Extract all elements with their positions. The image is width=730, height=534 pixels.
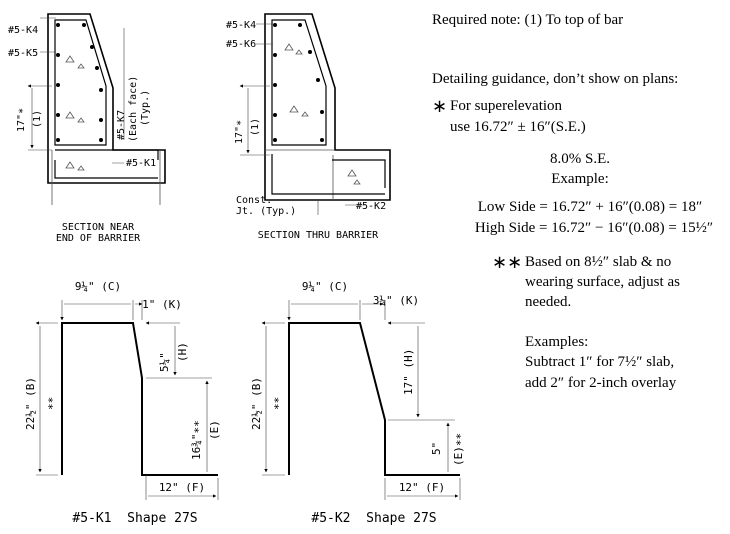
title-near-end-1: SECTION NEAR	[62, 222, 135, 233]
star-line-2: use 16.72″ ± 16″(S.E.)	[450, 119, 586, 135]
dim-17: 17"∗	[234, 120, 245, 144]
label-k4: #5-K4	[8, 25, 38, 36]
dim-f: 12" (F)	[399, 481, 445, 494]
dim-b-value: 22½" (B)	[250, 377, 263, 430]
detailing-notes: Required note: (1) To top of bar Detaili…	[432, 12, 713, 391]
dim-b-star: ∗∗	[44, 397, 57, 410]
required-note: Required note: (1) To top of bar	[432, 12, 623, 28]
dim-e-f-lines	[384, 423, 460, 500]
dim-1: (1)	[32, 110, 43, 128]
rebar-k5-loop	[54, 19, 107, 146]
dim-17-line	[28, 86, 52, 150]
double-star-symbol: ∗∗	[492, 252, 522, 272]
high-side-equation: High Side = 16.72″ − 16″(0.08) = 15½″	[475, 220, 713, 236]
star-symbol: ∗	[432, 96, 447, 116]
label-leaders	[40, 17, 124, 164]
const-joint-lines	[265, 149, 335, 200]
examples-line-1: Subtract 1″ for 7½″ slab,	[525, 354, 674, 370]
low-side-equation: Low Side = 16.72″ + 16″(0.08) = 18″	[478, 199, 703, 215]
rebar-dots	[56, 23, 103, 142]
const-joint-1: Const.	[236, 195, 272, 206]
label-typ: (Typ.)	[140, 90, 151, 126]
label-leaders	[256, 23, 365, 215]
dim-e-label: (E)∗∗	[452, 433, 465, 466]
dim-k: 1" (K)	[142, 298, 182, 311]
dim-h-label: (H)	[176, 342, 189, 362]
label-k7: #5-K7	[116, 110, 127, 140]
barrier-outline	[47, 13, 166, 184]
dim-b-value: 22½" (B)	[24, 377, 37, 430]
dim-h: 17" (H)	[402, 349, 415, 395]
double-star-line-2: wearing surface, adjust as	[525, 274, 680, 290]
dim-f: 12" (F)	[159, 481, 205, 494]
title-shape-k1: #5-K1 Shape 27S	[72, 511, 197, 526]
rebar-k6-loop	[271, 19, 327, 146]
section-near-end-of-barrier: #5-K4 #5-K5 #5-K1 #5-K7 (Each face) (Typ…	[8, 13, 166, 244]
dim-e-f-lines	[145, 381, 218, 500]
title-shape-k2: #5-K2 Shape 27S	[311, 511, 436, 526]
shape-k1-bend-diagram: 9¼" (C) 1" (K) 5¼" (H) 22½" (B) ∗∗ 16¾"∗…	[24, 280, 221, 526]
title-thru-barrier: SECTION THRU BARRIER	[258, 230, 379, 241]
label-k4: #5-K4	[226, 20, 256, 31]
dim-b-star: ∗∗	[270, 397, 283, 410]
examples-label: Examples:	[525, 334, 588, 350]
guidance-heading: Detailing guidance, don’t show on plans:	[432, 71, 678, 87]
dim-c: 9¼" (C)	[302, 280, 348, 293]
slab-break-lines	[51, 150, 161, 205]
shape-k2-bar-outline	[288, 322, 460, 476]
const-joint-2: Jt. (Typ.)	[236, 206, 296, 217]
rebar-k1	[54, 149, 159, 179]
label-k2: #5-K2	[356, 201, 386, 212]
label-k1: #5-K1	[126, 158, 156, 169]
dim-h-line	[146, 323, 212, 378]
title-near-end-2: END OF BARRIER	[56, 233, 141, 244]
dim-c-k-lines	[62, 300, 142, 320]
rebar-k2	[271, 154, 386, 195]
dim-k: 3¼" (K)	[373, 294, 419, 307]
dim-e-value: 16¾"∗∗	[190, 420, 203, 460]
section-thru-barrier: #5-K4 #5-K6 17"∗ (1) Const. Jt. (Typ.) #…	[226, 13, 391, 241]
examples-line-2: add 2″ for 2-inch overlay	[525, 375, 677, 391]
dim-h-value: 5¼"	[158, 352, 171, 372]
dim-e-label: (E)	[208, 420, 221, 440]
rebar-dots	[273, 23, 324, 142]
dim-h-line	[388, 323, 455, 420]
dim-c: 9¼" (C)	[75, 280, 121, 293]
shape-k1-bar-outline	[61, 322, 218, 476]
dim-b-line	[36, 323, 58, 475]
dim-c-k-lines	[289, 300, 385, 320]
dim-1: (1)	[250, 118, 261, 136]
double-star-line-3: needed.	[525, 294, 571, 310]
se-value: 8.0% S.E.	[550, 151, 610, 167]
dim-17: 17"∗	[16, 108, 27, 132]
shape-k2-bend-diagram: 9¼" (C) 3¼" (K) 17" (H) 22½" (B) ∗∗ 5" (…	[250, 280, 465, 526]
dim-e-value: 5"	[430, 442, 443, 455]
dim-b-line	[262, 323, 285, 475]
label-k5: #5-K5	[8, 48, 38, 59]
example-label: Example:	[551, 171, 608, 187]
star-line-1: For superelevation	[450, 98, 563, 114]
concrete-hatch-marks	[65, 55, 85, 171]
dim-17-line	[240, 86, 270, 155]
concrete-hatch-marks	[284, 43, 361, 185]
double-star-line-1: Based on 8½″ slab & no	[525, 254, 671, 270]
barrier-outline	[264, 13, 391, 201]
label-k6: #5-K6	[226, 39, 256, 50]
label-each-face: (Each face)	[128, 76, 139, 142]
